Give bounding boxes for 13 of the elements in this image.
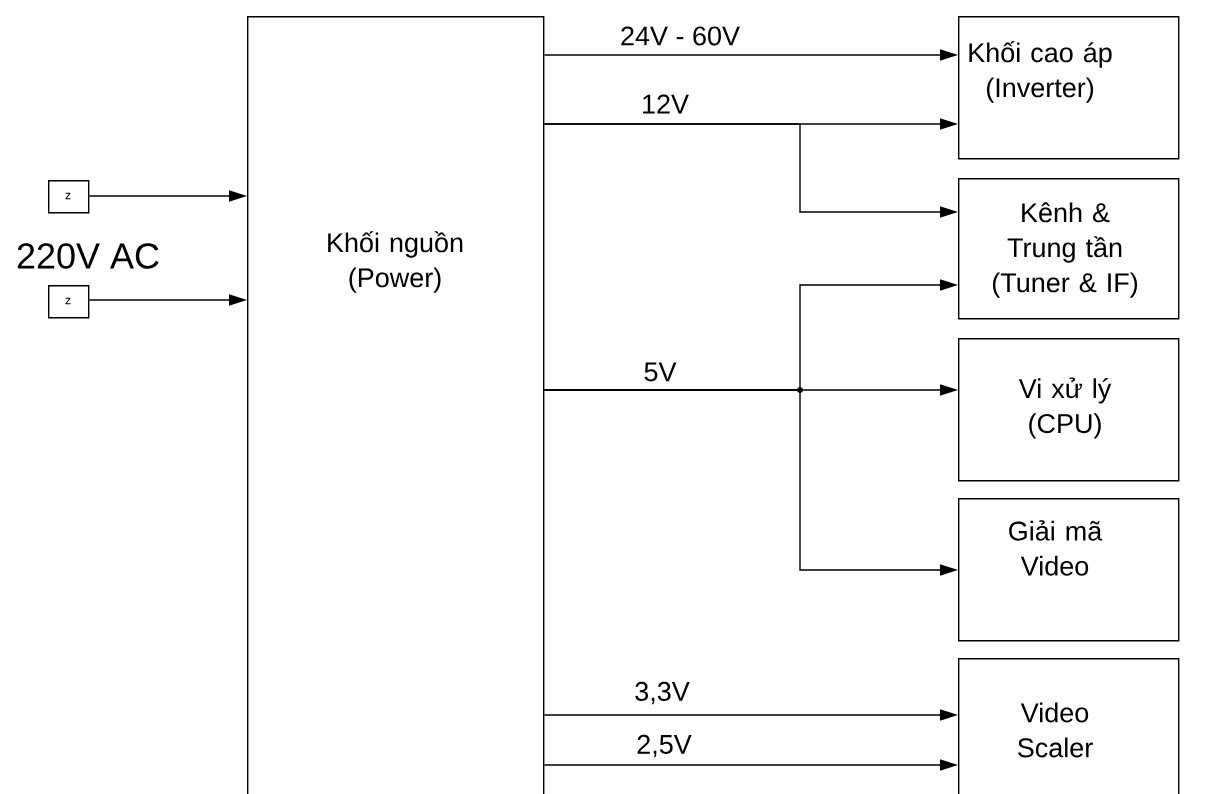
edge-label: 3,3V: [633, 680, 691, 706]
power-block: Khối nguồn (Power): [247, 16, 545, 794]
terminal-box: z: [48, 180, 90, 214]
block-box: Video Scaler: [958, 658, 1180, 794]
edge-label: 5V: [642, 361, 678, 383]
block-box: Kênh & Trung tần (Tuner & IF): [958, 178, 1180, 320]
edge-label: 24V - 60V: [618, 25, 742, 47]
terminal-box: z: [48, 285, 90, 319]
voltage-label: 220V AC: [17, 243, 159, 269]
block-box: Giải mã Video: [958, 498, 1180, 642]
edge-label: 2,5V: [635, 733, 693, 759]
block-box: Khối cao áp (Inverter): [958, 16, 1180, 160]
block-box: Vi xử lý (CPU): [958, 338, 1180, 482]
